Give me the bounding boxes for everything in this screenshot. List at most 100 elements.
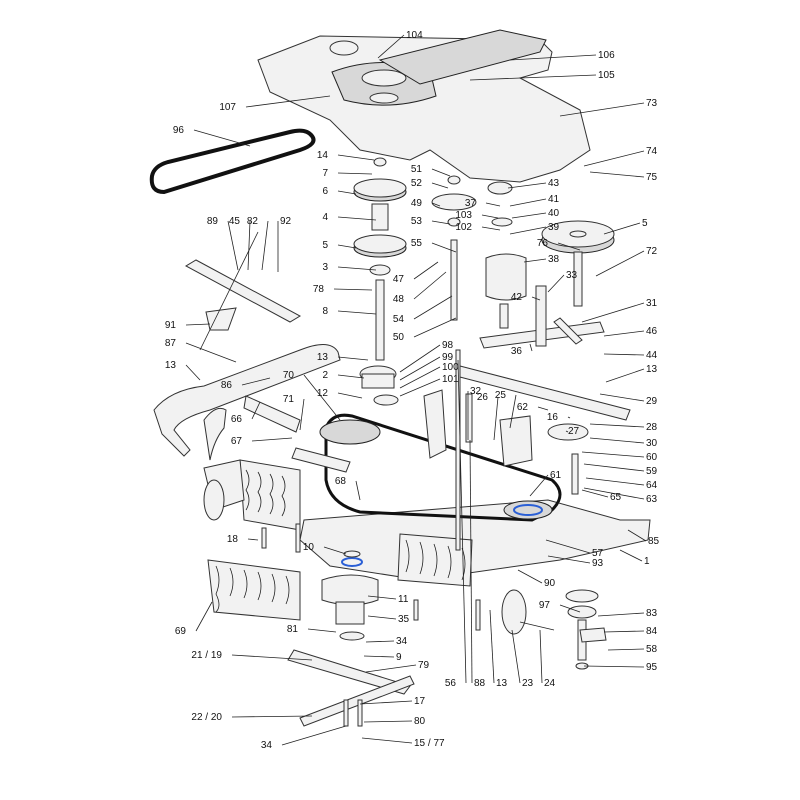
leader-line-c13c xyxy=(605,368,645,383)
leader-line-c91 xyxy=(185,323,211,326)
leader-line-c7 xyxy=(337,172,373,175)
callout-label-c87: 87 xyxy=(165,338,177,349)
leader-line-c96 xyxy=(193,129,251,147)
leader-line-c3 xyxy=(337,266,377,271)
callout-label-c89: 89 xyxy=(207,216,219,227)
idler-stack xyxy=(431,175,527,329)
leader-line-c78 xyxy=(333,288,373,291)
leader-line-c97 xyxy=(559,604,581,613)
leader-line-c67 xyxy=(251,437,293,442)
leader-line-c81 xyxy=(307,628,337,633)
leader-line-c61 xyxy=(529,474,549,497)
callout-label-c56: 56 xyxy=(445,678,457,689)
leader-line-c106 xyxy=(509,54,597,61)
leader-line-c105 xyxy=(469,74,597,81)
callout-label-c48: 48 xyxy=(393,294,405,305)
callout-label-c91: 91 xyxy=(165,320,177,331)
callout-label-c13d: 13 xyxy=(496,678,508,689)
callout-label-c75: 75 xyxy=(646,172,658,183)
leader-line-c69 xyxy=(195,601,213,632)
callout-label-c40: 40 xyxy=(548,208,560,219)
callout-label-c83: 83 xyxy=(646,608,658,619)
deck-cover xyxy=(257,29,591,183)
leader-lines xyxy=(185,34,647,746)
leader-line-c55 xyxy=(431,242,457,253)
leader-line-c66 xyxy=(251,401,261,420)
leader-line-c59 xyxy=(583,463,645,472)
leader-line-c34b xyxy=(281,725,347,746)
leader-line-c33 xyxy=(547,274,565,293)
callout-label-c107: 107 xyxy=(219,102,236,113)
leader-line-c27 xyxy=(565,430,569,433)
leader-line-c56 xyxy=(457,359,467,684)
leader-line-c46 xyxy=(603,330,645,337)
leader-line-c74 xyxy=(583,150,645,167)
callout-label-c61: 61 xyxy=(550,470,562,481)
leader-line-c99 xyxy=(399,356,441,381)
leader-line-c6 xyxy=(337,190,357,195)
leader-line-c12 xyxy=(337,392,363,399)
mounting-brackets xyxy=(423,389,533,467)
callout-label-c23: 23 xyxy=(522,678,534,689)
callout-label-c88: 88 xyxy=(474,678,486,689)
callout-label-c70: 70 xyxy=(283,370,295,381)
callout-label-c95: 95 xyxy=(646,662,658,673)
callout-label-c50: 50 xyxy=(393,332,405,343)
leader-line-c36 xyxy=(529,343,533,352)
callout-label-c51: 51 xyxy=(411,164,423,175)
callout-label-c84: 84 xyxy=(646,626,658,637)
leader-line-c44 xyxy=(603,353,645,356)
callout-label-c14: 14 xyxy=(317,150,329,161)
center-spindle-stack xyxy=(353,157,407,406)
callout-label-c96: 96 xyxy=(173,125,185,136)
leader-line-c41 xyxy=(509,198,547,207)
callout-label-c92: 92 xyxy=(280,216,292,227)
leader-line-c103 xyxy=(481,214,499,219)
callout-label-c74: 74 xyxy=(646,146,658,157)
leader-line-c45 xyxy=(247,220,251,271)
callout-label-c55: 55 xyxy=(411,238,423,249)
callout-label-c33: 33 xyxy=(566,270,578,281)
leader-line-c53 xyxy=(431,220,451,225)
leader-line-c18 xyxy=(247,538,259,541)
leader-line-c35 xyxy=(367,615,397,620)
callout-label-c41: 41 xyxy=(548,194,560,205)
callout-label-c35: 35 xyxy=(398,614,410,625)
leader-line-c75 xyxy=(589,171,645,178)
leader-line-c29 xyxy=(599,393,645,402)
callout-label-c100: 100 xyxy=(442,362,459,373)
leader-line-c13b xyxy=(185,364,201,381)
callout-label-c103: 103 xyxy=(455,210,472,221)
leader-line-c31 xyxy=(581,302,645,323)
leader-line-c100 xyxy=(399,366,441,389)
callout-label-c13a: 13 xyxy=(317,352,329,363)
leader-line-c73 xyxy=(559,102,645,117)
callout-label-c81: 81 xyxy=(287,624,299,635)
callout-label-c1: 1 xyxy=(644,556,650,567)
leader-line-c2119 xyxy=(231,654,313,661)
callout-label-c30: 30 xyxy=(646,438,658,449)
callout-label-c79: 79 xyxy=(418,660,430,671)
callout-label-c49: 49 xyxy=(411,198,423,209)
callout-label-c2119: 21 / 19 xyxy=(191,650,222,661)
leader-line-c62 xyxy=(537,406,549,411)
drive-belt xyxy=(149,128,316,195)
callout-label-c34a: 34 xyxy=(396,636,408,647)
leader-line-c10 xyxy=(323,546,347,555)
callout-label-c27: 27 xyxy=(568,426,580,437)
leader-line-c90 xyxy=(517,569,543,584)
callout-label-c82: 82 xyxy=(247,216,259,227)
callout-label-c10: 10 xyxy=(303,542,315,553)
leader-line-c40 xyxy=(511,212,547,219)
callout-label-c32: 32 xyxy=(470,386,482,397)
callout-label-c13b: 13 xyxy=(165,360,177,371)
leader-line-c25 xyxy=(509,394,517,429)
deck-frame xyxy=(153,344,651,581)
leader-line-c88 xyxy=(469,439,473,684)
callout-label-c65: 65 xyxy=(610,492,622,503)
callout-label-c58: 58 xyxy=(646,644,658,655)
leader-line-c79 xyxy=(365,664,417,673)
leader-line-c24 xyxy=(539,629,543,684)
callout-label-c37: 37 xyxy=(465,198,477,209)
leader-line-c48 xyxy=(413,271,447,300)
